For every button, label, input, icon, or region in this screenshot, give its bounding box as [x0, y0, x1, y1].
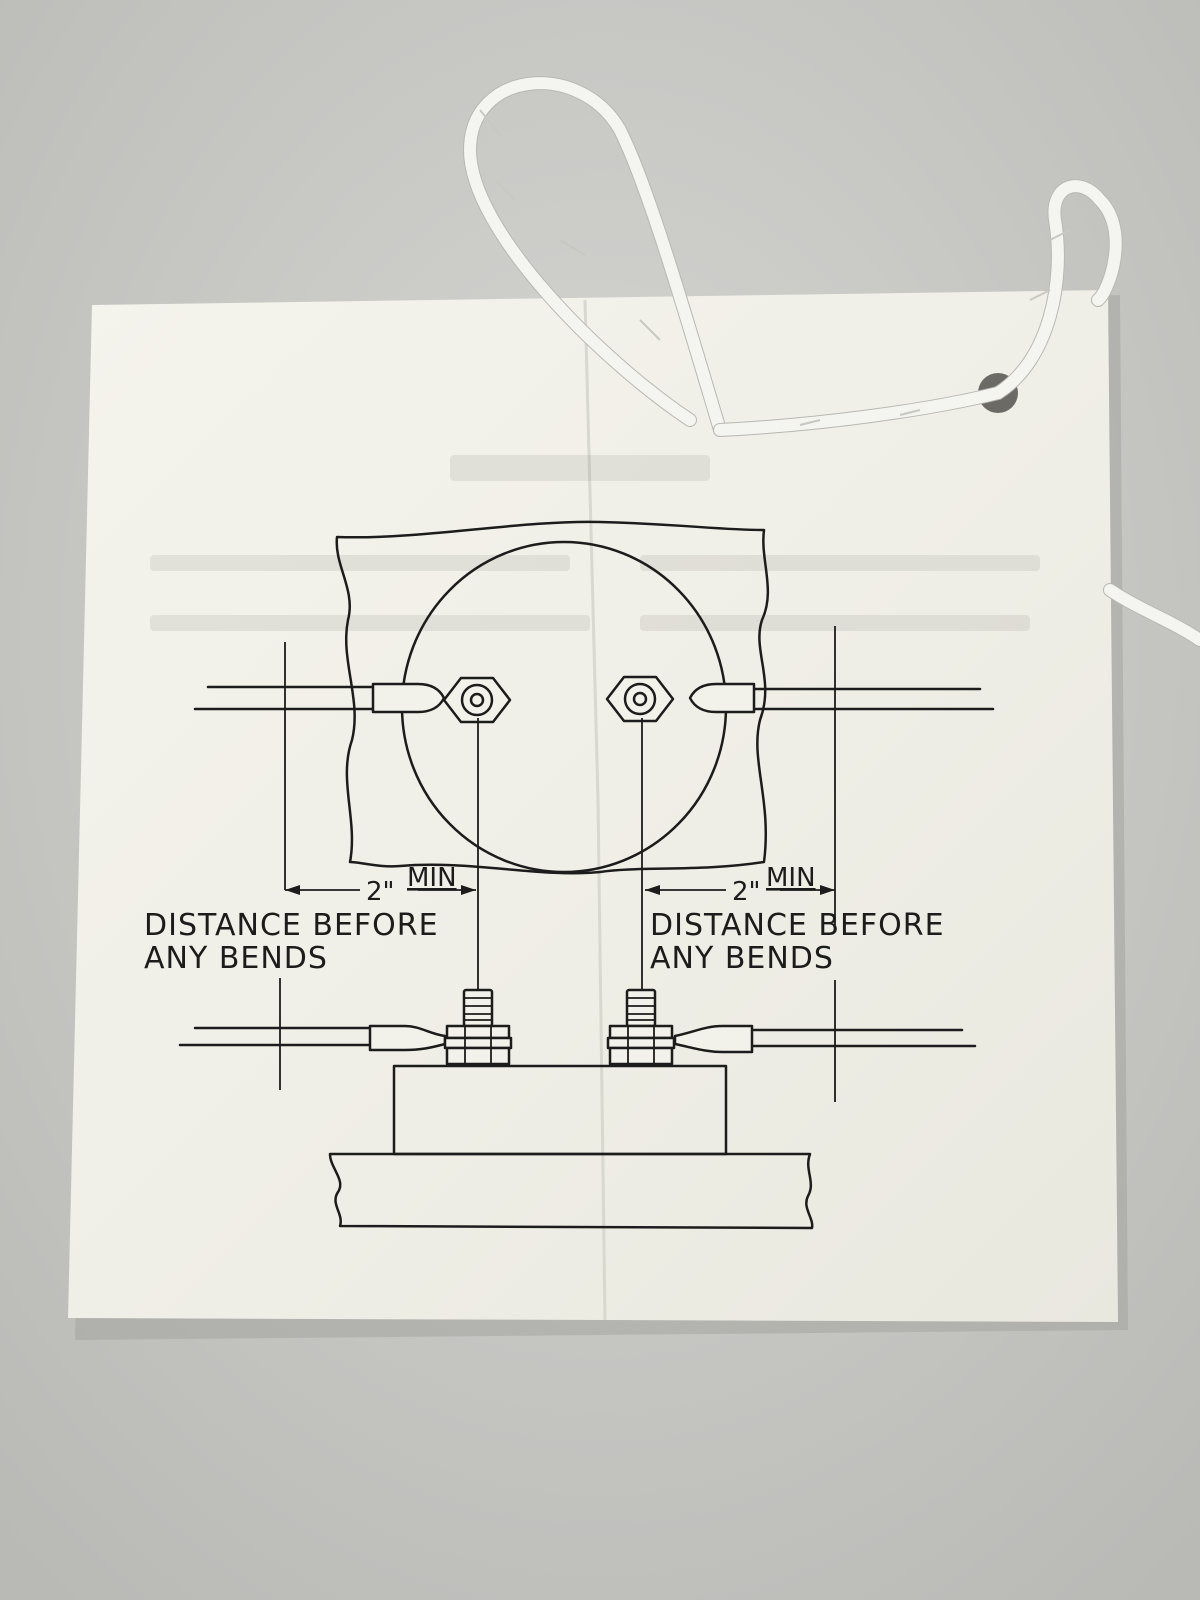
- dimension-right: 2" MIN: [645, 863, 835, 907]
- caption-right-line2: ANY BENDS: [650, 941, 834, 976]
- top-left-cable: [193, 682, 446, 714]
- top-right-terminal: [605, 675, 675, 723]
- caption-left-line2: ANY BENDS: [144, 941, 328, 976]
- tag-cord: [462, 76, 1200, 647]
- caption-left-line1: DISTANCE BEFORE: [144, 908, 439, 943]
- paper-tag: [68, 290, 1118, 1322]
- dimension-left-unit: MIN: [407, 863, 457, 893]
- dimension-right-unit: MIN: [766, 863, 816, 893]
- caption-right-line1: DISTANCE BEFORE: [650, 908, 945, 943]
- side-right-cable: [673, 1024, 977, 1054]
- battery-terminal-diagram: 2" MIN 2" MIN DISTANCE BEFORE ANY BENDS …: [144, 520, 995, 1230]
- side-right-terminal-post: [606, 988, 676, 1066]
- paper-fold-crease: [583, 299, 607, 1321]
- top-view-panel: [335, 520, 770, 875]
- show-through-marks: [150, 455, 1040, 631]
- top-right-cable: [688, 682, 995, 714]
- side-left-terminal-post: [443, 988, 513, 1066]
- dimension-left: 2" MIN: [285, 863, 476, 907]
- battery-base: [328, 1152, 814, 1230]
- dimension-left-value: 2": [366, 877, 395, 907]
- top-left-terminal: [442, 676, 512, 724]
- dimension-right-value: 2": [732, 877, 761, 907]
